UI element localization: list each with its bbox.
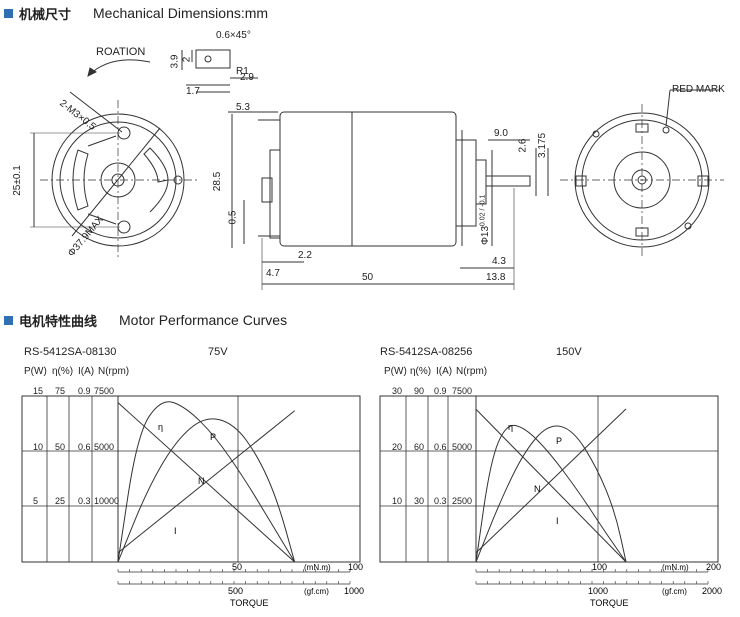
chart2-curve-label-i: I bbox=[556, 516, 559, 526]
chart1-col-ia: I(A) bbox=[78, 366, 95, 377]
dim-9-0: 9.0 bbox=[494, 128, 508, 139]
chart1-table-value: 5000 bbox=[94, 442, 114, 452]
dim-50: 50 bbox=[362, 272, 374, 283]
motor-shaft bbox=[485, 175, 531, 187]
chart1-curve-label-p: P bbox=[210, 432, 216, 442]
chart2-curve-eta bbox=[475, 424, 627, 563]
chart2-table-value: 0.3 bbox=[434, 496, 447, 506]
chart2-table-value: 0.9 bbox=[434, 386, 447, 396]
chart1-curve-i bbox=[117, 410, 295, 554]
chart2-x-bot-label: 1000 bbox=[588, 586, 608, 596]
chart1-model: RS-5412SA-08130 bbox=[24, 346, 117, 358]
chart2-curve-label-eta: η bbox=[508, 422, 513, 432]
chart1-x-top-label: 50 bbox=[232, 562, 242, 572]
chart2-curve-p bbox=[475, 425, 627, 563]
chart1-table-value: 15 bbox=[33, 386, 43, 396]
chart2-col-nrpm: N(rpm) bbox=[456, 366, 488, 377]
chart1-x-bot-label: 500 bbox=[228, 586, 243, 596]
chart1-x-bot-unit: (gf.cm) bbox=[304, 587, 329, 596]
chart2-table-value: 30 bbox=[414, 496, 424, 506]
section-title-en: Mechanical Dimensions:mm bbox=[93, 5, 269, 21]
chart2-x-top-label: 200 bbox=[706, 562, 721, 572]
dim-2-9: 2.9 bbox=[240, 72, 254, 83]
chart1-curve-eta bbox=[117, 401, 296, 563]
r1-label: R1 bbox=[236, 66, 249, 77]
chart2-curve-n bbox=[475, 408, 627, 563]
chart2-table-value: 20 bbox=[392, 442, 402, 452]
chamfer-label: 0.6×45° bbox=[216, 30, 251, 41]
chart1-col-eta: η(%) bbox=[52, 366, 74, 377]
chart1-table-frame bbox=[21, 395, 119, 563]
chart1-table-value: 0.9 bbox=[78, 386, 91, 396]
chart1-plot-frame bbox=[117, 395, 361, 563]
chart2-table-value: 90 bbox=[414, 386, 424, 396]
chart1-table-value: 5 bbox=[33, 496, 38, 506]
chart1-xlabel: TORQUE bbox=[230, 598, 268, 608]
chart1-curve-p bbox=[117, 418, 296, 563]
chart2-table-value: 7500 bbox=[452, 386, 472, 396]
chart2-table-value: 60 bbox=[414, 442, 424, 452]
chart2-curve-i bbox=[475, 408, 627, 554]
chart2-curve-label-n: N bbox=[534, 484, 541, 494]
dim-13-8: 13.8 bbox=[486, 272, 506, 283]
chart2-col-ia: I(A) bbox=[436, 366, 453, 377]
chart1-x-top-unit: (mN.m) bbox=[304, 563, 331, 572]
chart1-x-bot-label: 1000 bbox=[344, 586, 364, 596]
section-title-cn: 机械尺寸 bbox=[19, 6, 72, 22]
chart2-table-value: 0.6 bbox=[434, 442, 447, 452]
red-mark-label: RED MARK bbox=[672, 84, 725, 95]
chart2-x-top-label: 100 bbox=[592, 562, 607, 572]
chart2-col-eta: η(%) bbox=[410, 366, 432, 377]
chart2-model: RS-5412SA-08256 bbox=[380, 346, 473, 358]
section-marker bbox=[4, 8, 13, 18]
chart2-table-value: 10 bbox=[392, 496, 402, 506]
chart2-table-value: 2500 bbox=[452, 496, 472, 506]
dim-1-7: 1.7 bbox=[186, 86, 200, 97]
dim-4-3: 4.3 bbox=[492, 256, 506, 267]
chart2-plot-frame bbox=[475, 395, 719, 563]
chart2-table-value: 5000 bbox=[452, 442, 472, 452]
chart1-voltage: 75V bbox=[208, 346, 228, 358]
chart1-table-value: 0.3 bbox=[78, 496, 91, 506]
chart1-table-value: 0.6 bbox=[78, 442, 91, 452]
chart1-curve-label-i: I bbox=[174, 526, 177, 536]
chart2-table-value: 30 bbox=[392, 386, 402, 396]
chart1-curve-label-eta: η bbox=[158, 422, 163, 432]
section-header-mechanical: 机械尺寸 Mechanical Dimensions:mm bbox=[4, 4, 268, 22]
section-header-performance: 电机特性曲线 Motor Performance Curves bbox=[4, 311, 287, 329]
chart2-x-bot-unit: (gf.cm) bbox=[662, 587, 687, 596]
chart1-table-value: 75 bbox=[55, 386, 65, 396]
dim-4-7: 4.7 bbox=[266, 268, 280, 279]
section-marker bbox=[4, 315, 13, 325]
section-title-en: Motor Performance Curves bbox=[119, 312, 288, 328]
chart2-curve-label-p: P bbox=[556, 436, 562, 446]
chart1-col-pw: P(W) bbox=[24, 366, 47, 377]
chart2-x-top-unit: (mN.m) bbox=[662, 563, 689, 572]
dim-2-2: 2.2 bbox=[298, 250, 312, 261]
section-title-cn: 电机特性曲线 bbox=[19, 313, 98, 329]
chart1-table-value: 10000 bbox=[94, 496, 119, 506]
chart1-table-value: 10 bbox=[33, 442, 43, 452]
chart1-curve-label-n: N bbox=[198, 476, 205, 486]
chart1-table-value: 7500 bbox=[94, 386, 114, 396]
chart1-x-top-label: 100 bbox=[348, 562, 363, 572]
chart2-xlabel: TORQUE bbox=[590, 598, 628, 608]
chart1-table-value: 50 bbox=[55, 442, 65, 452]
dim-5-3: 5.3 bbox=[236, 102, 250, 113]
chart2-x-bot-label: 2000 bbox=[702, 586, 722, 596]
chart2-col-pw: P(W) bbox=[384, 366, 407, 377]
red-mark-dot bbox=[662, 126, 670, 134]
chart2-voltage: 150V bbox=[556, 346, 582, 358]
chart1-col-nrpm: N(rpm) bbox=[98, 366, 130, 377]
chart1-table-value: 25 bbox=[55, 496, 65, 506]
rotation-label: ROATION bbox=[96, 46, 146, 58]
